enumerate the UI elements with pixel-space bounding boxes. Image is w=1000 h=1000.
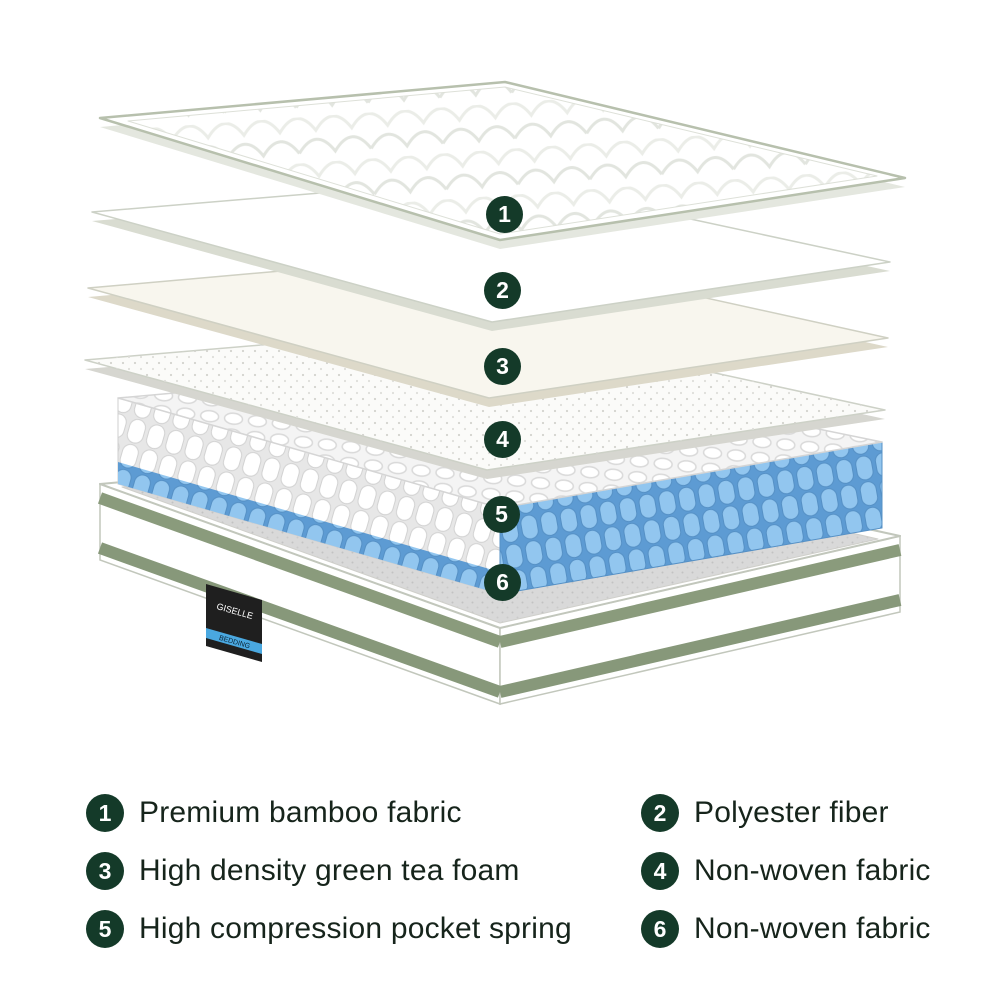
layer1-quilted-surface	[127, 86, 878, 235]
legend-badge-5: 5	[86, 910, 124, 948]
legend-badge-3: 3	[86, 852, 124, 890]
callout-badge-6: 6	[484, 564, 521, 601]
base-stripe-bottom-left	[97, 542, 503, 698]
legend-grid: 1 Premium bamboo fabric 2 Polyester fibe…	[86, 784, 960, 958]
legend: 1 Premium bamboo fabric 2 Polyester fibe…	[0, 784, 1000, 958]
callout-badge-3: 3	[484, 348, 521, 385]
legend-label-5: High compression pocket spring	[139, 912, 572, 945]
springs-front-left-blue-row	[118, 462, 500, 594]
legend-badge-4: 4	[641, 852, 679, 890]
legend-item-4: 4 Non-woven fabric	[641, 852, 960, 890]
legend-badge-1: 1	[86, 794, 124, 832]
mattress-exploded-illustration: GISELLE BEDDING	[84, 80, 907, 706]
legend-label-1: Premium bamboo fabric	[139, 796, 462, 829]
base-stripe-top-left	[97, 492, 503, 648]
legend-item-3: 3 High density green tea foam	[86, 852, 641, 890]
legend-badge-6: 6	[641, 910, 679, 948]
legend-item-6: 6 Non-woven fabric	[641, 910, 960, 948]
callout-badge-5: 5	[483, 496, 520, 533]
legend-label-2: Polyester fiber	[694, 796, 889, 829]
legend-item-1: 1 Premium bamboo fabric	[86, 794, 641, 832]
brand-tag: GISELLE BEDDING	[206, 584, 262, 662]
legend-badge-2: 2	[641, 794, 679, 832]
base-stripe-top-right	[498, 544, 902, 648]
legend-item-5: 5 High compression pocket spring	[86, 910, 641, 948]
legend-label-4: Non-woven fabric	[694, 854, 931, 887]
layer-bamboo-top	[98, 80, 907, 249]
legend-label-6: Non-woven fabric	[694, 912, 931, 945]
callout-badge-1: 1	[486, 196, 523, 233]
callout-badge-4: 4	[484, 421, 521, 458]
callout-badge-2: 2	[484, 272, 521, 309]
legend-label-3: High density green tea foam	[139, 854, 520, 887]
legend-item-2: 2 Polyester fiber	[641, 794, 960, 832]
brand-tag-blue-band	[206, 628, 262, 654]
base-stripe-bottom-right	[498, 594, 902, 698]
